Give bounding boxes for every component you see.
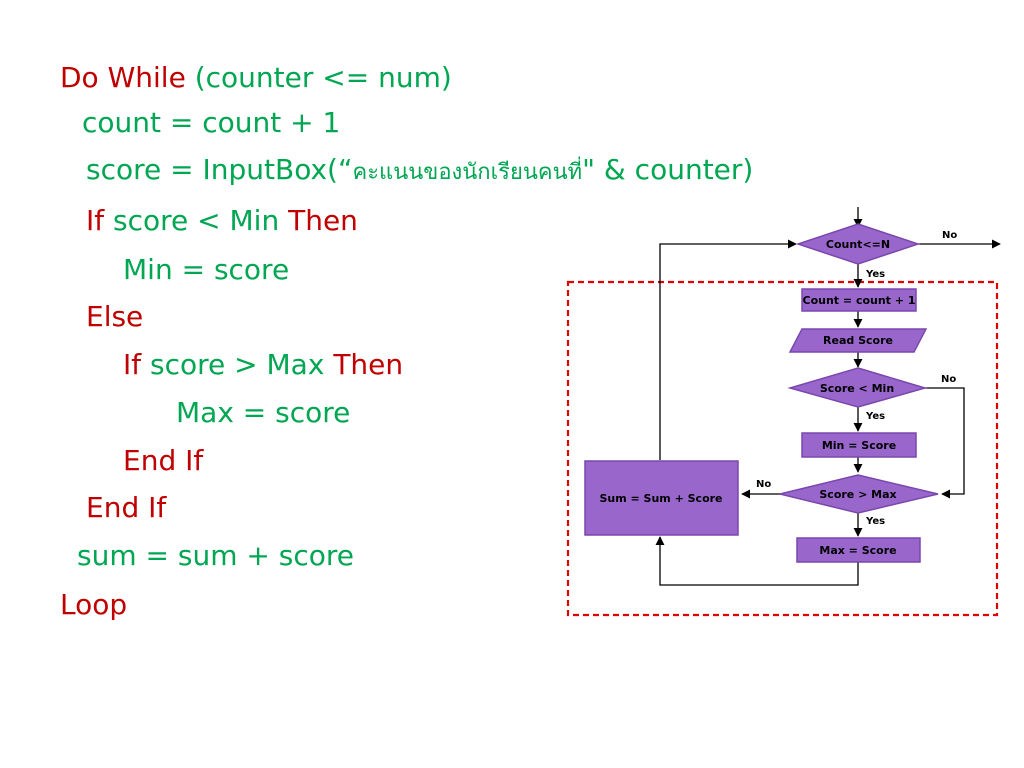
label-no-min: No <box>941 374 956 385</box>
label-yes-count: Yes <box>865 269 885 280</box>
code-text: (counter <= num) <box>185 61 452 94</box>
process-sum-label: Sum = Sum + Score <box>599 492 722 505</box>
code-keyword: Do While <box>60 61 186 94</box>
code-keyword: If <box>123 348 142 381</box>
code-text: Min = score <box>123 253 290 286</box>
label-no-max: No <box>756 479 771 490</box>
io-read-score-label: Read Score <box>823 334 893 347</box>
code-listing: Do While (counter <= num) count = count … <box>0 0 753 640</box>
label-yes-max: Yes <box>865 516 885 527</box>
code-text: score < Min <box>104 204 289 237</box>
decision-max-label: Score > Max <box>819 488 896 501</box>
code-line: Min = score <box>123 256 289 284</box>
process-increment <box>801 288 917 312</box>
code-line: End If <box>86 494 166 522</box>
code-keyword: Loop <box>60 588 128 621</box>
code-line: End If <box>123 447 203 475</box>
code-line: If score > Max Then <box>123 351 403 379</box>
decision-min-label: Score < Min <box>820 382 894 395</box>
process-increment-label: Count = count + 1 <box>803 294 916 307</box>
process-sum <box>584 460 739 536</box>
code-text: sum = sum + score <box>77 539 354 572</box>
loop-body-frame <box>566 280 999 617</box>
label-no-exit: No <box>942 230 957 241</box>
code-line: Max = score <box>176 399 350 427</box>
code-keyword: Else <box>86 300 144 333</box>
code-line: Do While (counter <= num) <box>60 64 452 92</box>
decision-min <box>787 367 928 408</box>
process-set-min-label: Min = Score <box>822 439 896 452</box>
io-read-score <box>788 328 928 353</box>
process-set-min <box>801 432 917 458</box>
code-keyword: End If <box>86 491 167 524</box>
label-yes-min: Yes <box>865 411 885 422</box>
code-text: score > Max <box>141 348 334 381</box>
edge-sum-loopback <box>659 239 797 460</box>
process-set-max-label: Max = Score <box>819 544 896 557</box>
code-text: " & counter) <box>582 153 754 186</box>
code-text: คะแนนของนักเรียนคนที่ <box>352 160 583 185</box>
edge-min-no <box>916 387 965 499</box>
code-text: Max = score <box>176 396 351 429</box>
code-line: If score < Min Then <box>86 207 358 235</box>
decision-count <box>795 223 921 265</box>
code-keyword: Then <box>288 204 358 237</box>
code-text: score = InputBox(“ <box>86 153 353 186</box>
code-text: count = count + 1 <box>82 106 341 139</box>
code-line: count = count + 1 <box>82 109 340 137</box>
code-line: Else <box>86 303 143 331</box>
process-set-max <box>796 537 921 563</box>
code-keyword: End If <box>123 444 204 477</box>
code-keyword: If <box>86 204 105 237</box>
decision-max <box>779 474 939 514</box>
edge-setmax-to-sum <box>655 536 859 586</box>
code-line: Loop <box>60 591 127 619</box>
code-line: sum = sum + score <box>77 542 354 570</box>
code-keyword: Then <box>333 348 404 381</box>
code-line: score = InputBox(“คะแนนของนักเรียนคนที่"… <box>86 156 753 184</box>
decision-count-label: Count<=N <box>826 238 890 251</box>
